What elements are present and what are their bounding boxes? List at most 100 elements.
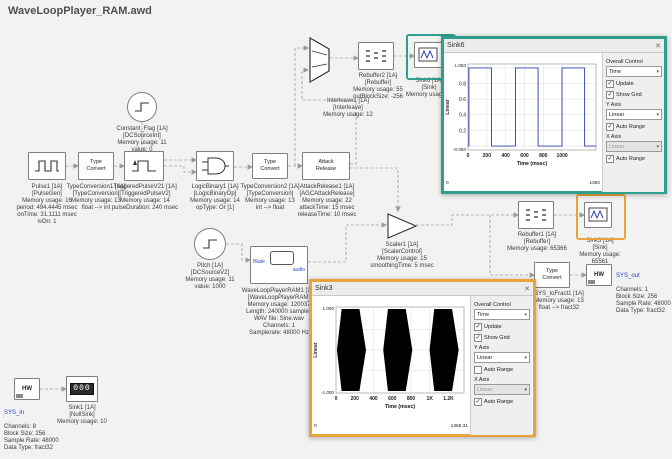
block-waveloopplayer[interactable]: fRate audio: [250, 246, 308, 284]
hw-pad-icon: [588, 280, 595, 284]
block-label: Type Convert: [86, 159, 106, 172]
wire: [308, 222, 388, 263]
scope-titlebar[interactable]: Sink6 ✕: [444, 39, 664, 53]
y-scale-select[interactable]: Linear ▾: [606, 109, 662, 120]
y-axis-label: Y Axis: [474, 345, 490, 351]
block-caption: Sink3 [1A] [Sink] Memory usage: 65561: [579, 238, 621, 265]
block-interleave1[interactable]: [308, 36, 332, 84]
y-auto-range-label: Auto Range: [484, 367, 514, 373]
hw-label: HW: [594, 272, 604, 278]
block-sink3[interactable]: [584, 202, 612, 228]
wire: [350, 167, 401, 213]
block-sys-tofract1[interactable]: Type Convert: [534, 262, 570, 288]
block-sys-out[interactable]: HW: [586, 264, 612, 286]
show-grid-checkbox[interactable]: ✓ Show Grid: [474, 334, 530, 342]
y-auto-range-checkbox[interactable]: ✓ Auto Range: [606, 123, 662, 131]
svg-text:400: 400: [501, 153, 510, 159]
io-pin-props: Channels: 8 Block Size: 256 Sample Rate:…: [4, 423, 59, 451]
svg-text:200: 200: [351, 396, 360, 402]
svg-text:0: 0: [314, 423, 317, 429]
checkbox-box: ✓: [474, 323, 482, 331]
checkbox-box: ✓: [474, 398, 482, 406]
wire: [164, 165, 198, 175]
svg-text:800: 800: [539, 153, 548, 159]
checkbox-box: ✓: [606, 155, 614, 163]
selection-highlight-sink3: [576, 194, 626, 240]
block-caption: SYS_toFract1 [1A] Memory usage: 13 float…: [534, 291, 584, 311]
svg-text:600: 600: [520, 153, 529, 159]
block-triggeredpulse[interactable]: [124, 151, 164, 181]
overall-control-label: Overall Control: [474, 302, 511, 308]
document-title: WaveLoopPlayer_RAM.awd: [8, 5, 152, 17]
show-grid-checkbox[interactable]: ✓ Show Grid: [606, 91, 662, 99]
svg-text:0.8: 0.8: [459, 81, 466, 87]
x-scale-value: Linear: [477, 386, 493, 393]
domain-select[interactable]: Time ▾: [606, 66, 662, 77]
interleave-icon: [309, 36, 330, 84]
block-attackrelease1[interactable]: Attack Release: [302, 152, 350, 180]
close-icon[interactable]: ✕: [655, 42, 661, 50]
rebuffer-icon: [366, 50, 386, 62]
update-checkbox[interactable]: ✓ Update: [606, 80, 662, 88]
scope-window-title: Sink6: [447, 42, 465, 49]
wire: [301, 67, 357, 165]
x-auto-range-checkbox[interactable]: ✓ Auto Range: [606, 155, 662, 163]
scope-window-title: Sink3: [315, 285, 333, 292]
svg-text:800: 800: [407, 396, 416, 402]
checkbox-box: ✓: [606, 123, 614, 131]
block-logicbinary1[interactable]: [196, 151, 234, 181]
hw-label: HW: [22, 386, 32, 392]
block-rebuffer2[interactable]: [358, 42, 394, 70]
y-axis-label: Y Axis: [606, 102, 622, 108]
null-sink-counter-icon: 000: [70, 383, 94, 395]
domain-select-value: Time: [477, 311, 490, 318]
block-caption: TypeConversion2 [1A] [TypeConversion] Me…: [240, 184, 300, 211]
block-caption: Rebuffer2 [1A] [Rebuffer] Memory usage: …: [352, 73, 404, 100]
block-typeconversion2[interactable]: Type Convert: [252, 153, 288, 179]
chevron-down-icon: ▾: [524, 386, 527, 393]
y-scale-select[interactable]: Linear ▾: [474, 352, 530, 363]
block-caption: Pulse1 [1A] [PulseGen] Memory usage: 16 …: [16, 184, 78, 225]
svg-text:200: 200: [483, 153, 492, 159]
logic-gate-icon: [202, 157, 229, 175]
x-auto-range-checkbox[interactable]: ✓ Auto Range: [474, 398, 530, 406]
block-scaler1[interactable]: [386, 212, 418, 240]
close-icon[interactable]: ✕: [524, 285, 530, 293]
svg-text:0: 0: [446, 180, 449, 186]
wave-player-icon: [270, 251, 294, 265]
input-port-label: fRate: [253, 259, 265, 265]
svg-text:-0.050: -0.050: [453, 147, 466, 152]
block-pitch[interactable]: [194, 228, 226, 260]
block-typeconversion1[interactable]: Type Convert: [78, 152, 114, 180]
domain-select[interactable]: Time ▾: [474, 309, 530, 320]
dc-source-icon: [135, 102, 149, 112]
block-sink1[interactable]: 000: [66, 376, 98, 402]
block-caption: AttackRelease1 [1A] [AGCAttackRelease] M…: [297, 184, 357, 218]
wire: [489, 215, 536, 278]
block-sys-in[interactable]: HW: [14, 378, 40, 400]
y-auto-range-label: Auto Range: [616, 124, 646, 130]
block-label: Type Convert: [260, 159, 280, 172]
io-pin-name: SYS_in: [4, 409, 25, 416]
block-caption: Interleave1 [1A] [Interleave] Memory usa…: [323, 98, 373, 118]
svg-text:1000: 1000: [557, 153, 568, 159]
block-caption: Constant_Flag [1A] [DCSourceInt] Memory …: [116, 126, 168, 153]
y-auto-range-checkbox[interactable]: Auto Range: [474, 366, 530, 374]
block-rebuffer1[interactable]: [518, 201, 554, 229]
update-label: Update: [484, 324, 502, 330]
update-checkbox[interactable]: ✓ Update: [474, 323, 530, 331]
rebuffer-icon: [526, 209, 546, 221]
block-caption: Rebuffer1 [1A] [Rebuffer] Memory usage: …: [507, 232, 567, 252]
scope-titlebar[interactable]: Sink3 ✕: [312, 282, 533, 296]
block-constant-flag[interactable]: [127, 92, 157, 122]
block-pulse1[interactable]: [28, 152, 66, 180]
block-caption: Scaler1 [1A] [ScalerControl] Memory usag…: [370, 242, 434, 269]
x-scale-select: Linear ▾: [474, 384, 530, 395]
chevron-down-icon: ▾: [524, 311, 527, 318]
svg-text:-1.000: -1.000: [321, 390, 334, 395]
